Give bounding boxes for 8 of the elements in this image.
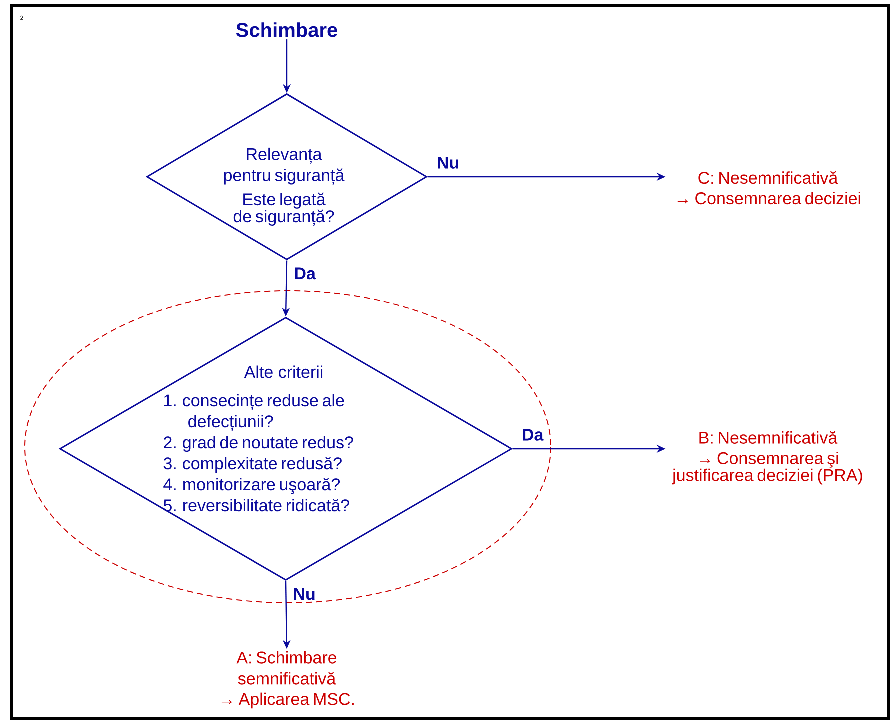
start-label: Schimbare — [236, 22, 338, 38]
outcome-text: A: Schimbare semnificativă → Aplicarea MSC. — [222, 651, 354, 709]
edge-label: Da — [293, 266, 317, 281]
outcome-text: C: Nesemnificativă → Consemnarea deciziei — [678, 171, 860, 205]
edge-label: Nu — [292, 587, 317, 602]
outcome-text: B: Nesemnificativă → Consemnarea şi justificarea deciziei (PRA) — [672, 431, 862, 485]
edge-label: Nu — [436, 156, 461, 170]
edge-label: Da — [520, 428, 545, 442]
